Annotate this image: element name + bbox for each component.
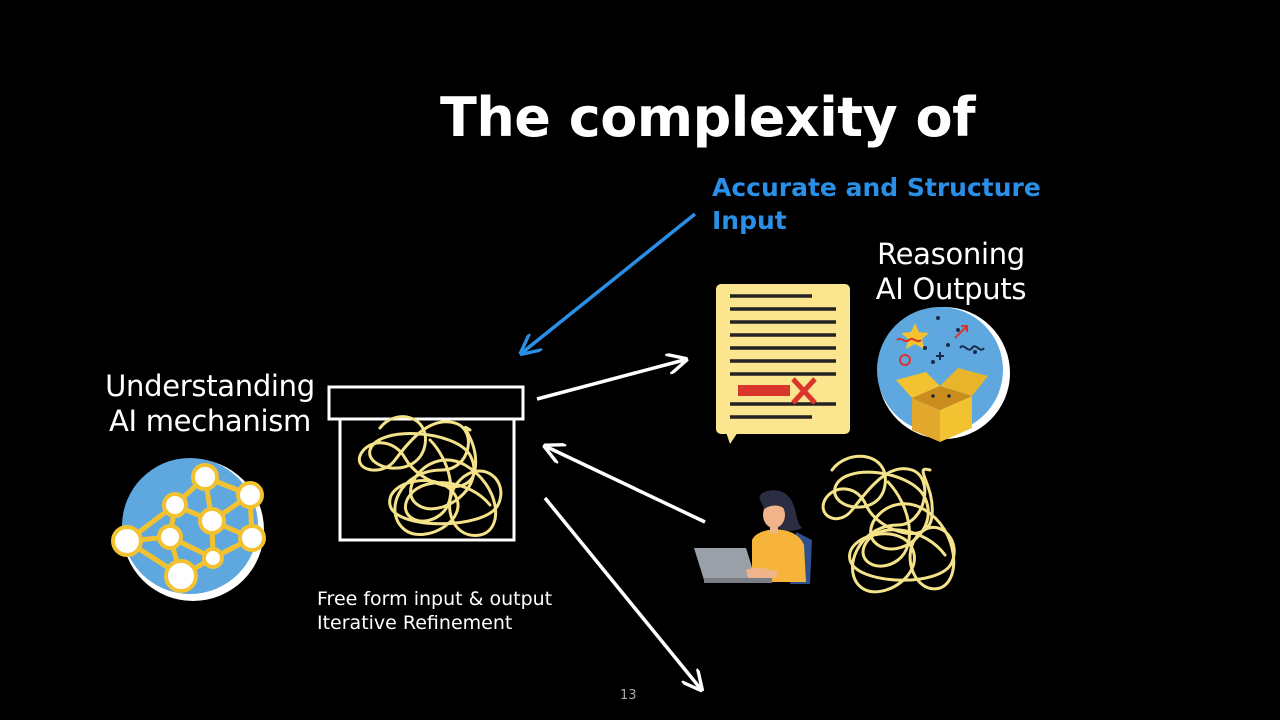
accurate-input-line1: Accurate and Structure <box>712 173 1041 202</box>
accurate-input-line2: Input <box>712 206 787 235</box>
slide-title: The complexity of <box>440 86 976 149</box>
understanding-label: Understanding AI mechanism <box>98 369 322 439</box>
box-caption: Free form input & output Iterative Refin… <box>317 587 552 635</box>
input-arrow <box>523 212 697 352</box>
page-number: 13 <box>620 688 637 703</box>
surprise-box-icon <box>877 307 1010 442</box>
neural-network-icon <box>111 458 266 601</box>
arrow-to-document <box>536 360 684 401</box>
reasoning-outputs-line2: AI Outputs <box>875 272 1027 306</box>
arrow-from-user <box>547 447 706 524</box>
arrow-down <box>543 496 700 688</box>
document-error-icon <box>716 284 850 444</box>
reasoning-outputs-line1: Reasoning <box>877 237 1025 271</box>
person-laptop-icon <box>694 490 812 584</box>
accurate-input-heading: Accurate and Structure Input <box>712 171 1041 237</box>
tangled-string-icon <box>821 454 956 594</box>
caption-line1: Free form input & output <box>317 588 553 610</box>
reasoning-outputs-label: Reasoning AI Outputs <box>868 237 1034 307</box>
understanding-line2: AI mechanism <box>109 404 311 438</box>
caption-line2: Iterative Refinement <box>317 612 513 634</box>
understanding-line1: Understanding <box>105 369 315 403</box>
tangled-box-icon <box>327 385 525 542</box>
